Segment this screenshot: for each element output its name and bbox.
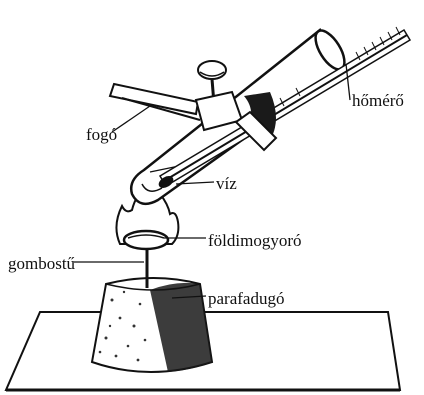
label-pin: gombostű — [8, 255, 75, 272]
label-thermometer: hőmérő — [352, 92, 404, 109]
label-water: víz — [216, 175, 237, 192]
label-tongs: fogó — [86, 126, 117, 143]
label-cork: parafadugó — [208, 290, 284, 307]
cork-stopper — [92, 278, 212, 372]
label-peanut: földimogyoró — [208, 232, 302, 249]
peanut — [124, 231, 168, 249]
